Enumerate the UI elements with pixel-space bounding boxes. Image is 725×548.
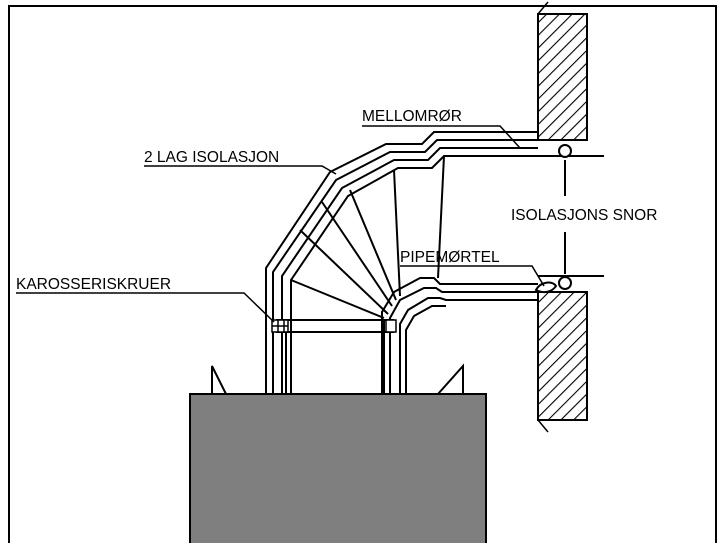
label-isolasjon: 2 LAG ISOLASJON bbox=[144, 149, 337, 175]
chimney-wall bbox=[537, 1, 588, 433]
stove bbox=[189, 363, 487, 547]
label-pipemortel-text: PIPEMØRTEL bbox=[400, 249, 500, 266]
label-karosseriskruer: KAROSSERISKRUER bbox=[16, 276, 275, 323]
body-screws bbox=[271, 319, 397, 333]
wall-upper bbox=[537, 13, 588, 141]
pipe-mortar bbox=[534, 281, 558, 294]
insulated-elbow-pipe bbox=[265, 131, 538, 394]
stove-corner-left bbox=[211, 365, 227, 395]
stove-body bbox=[189, 393, 487, 547]
cord-upper bbox=[558, 144, 572, 158]
cord-lower bbox=[558, 276, 572, 290]
label-isolasjon-text: 2 LAG ISOLASJON bbox=[144, 149, 279, 166]
label-mellomror-text: MELLOMRØR bbox=[362, 108, 462, 125]
stove-corner-right bbox=[437, 363, 464, 395]
wall-lower bbox=[537, 291, 588, 421]
chimney-flue-lines bbox=[538, 155, 604, 277]
label-isolasjons-snor: ISOLASJONS SNOR bbox=[511, 207, 657, 224]
label-karosseriskruer-text: KAROSSERISKRUER bbox=[16, 276, 171, 293]
label-mellomror: MELLOMRØR bbox=[362, 108, 521, 149]
label-pipemortel: PIPEMØRTEL bbox=[400, 249, 545, 287]
